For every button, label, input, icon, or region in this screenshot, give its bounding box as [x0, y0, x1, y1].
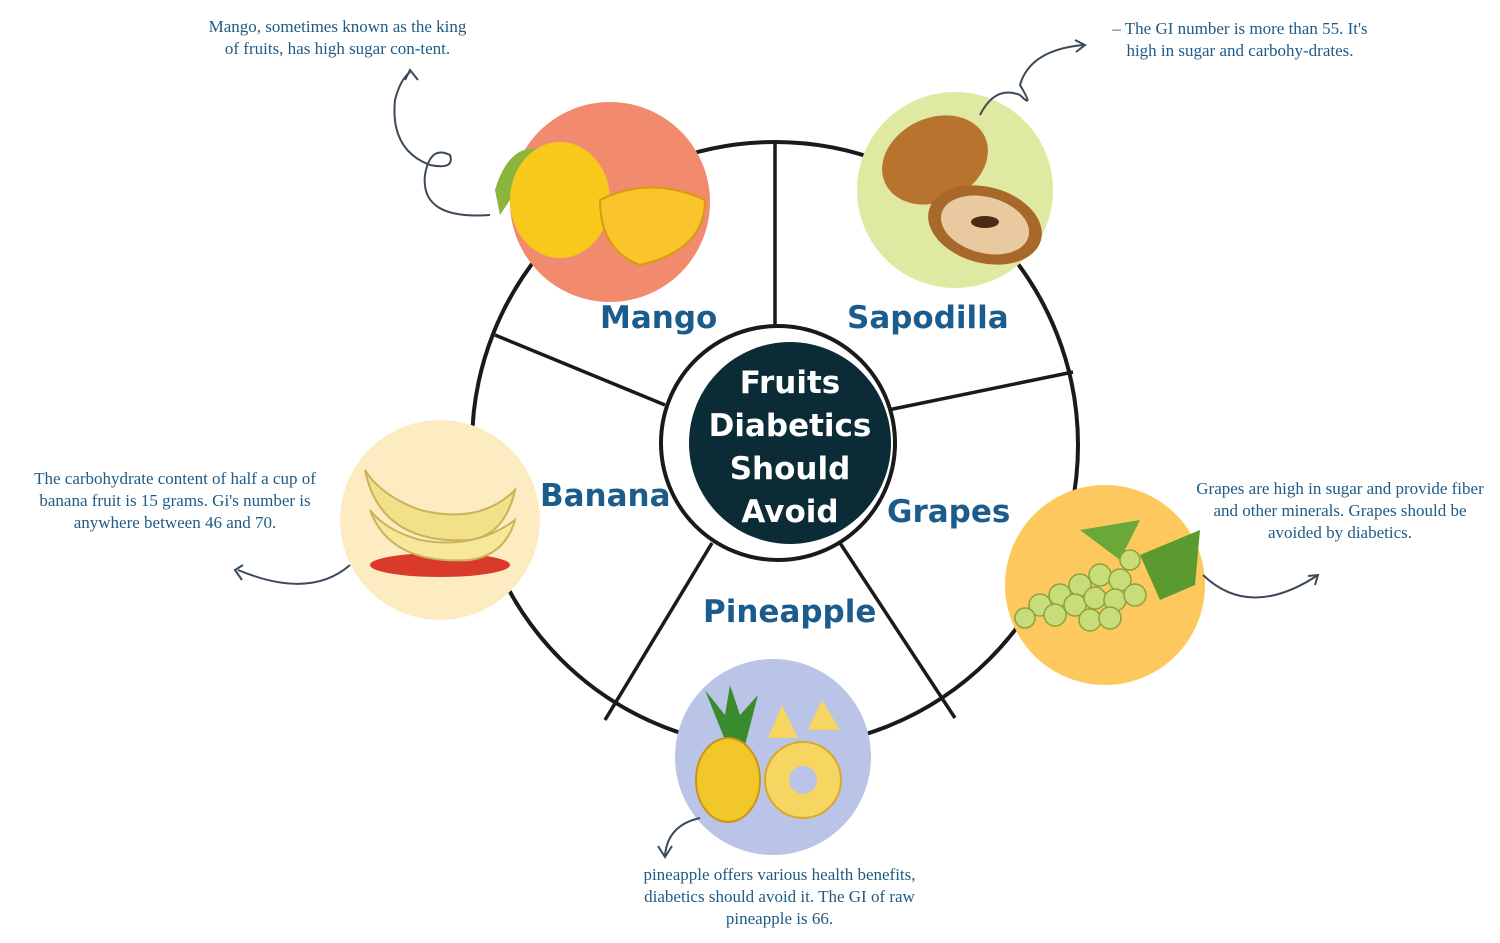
label-pineapple: Pineapple — [703, 594, 877, 630]
banana-circle — [340, 420, 540, 620]
note-banana: The carbohydrate content of half a cup o… — [34, 469, 316, 532]
mango-icon — [510, 142, 610, 258]
arrows — [233, 39, 1320, 859]
pineapple-circle — [675, 659, 871, 855]
spokes — [494, 142, 1074, 721]
spoke-banana-pineapple — [603, 542, 714, 721]
label-sapodilla: Sapodilla — [847, 300, 1009, 336]
note-mango: Mango, sometimes known as the king of fr… — [208, 17, 467, 58]
banana-icon — [364, 469, 517, 542]
center-circle — [689, 342, 891, 544]
grapes-arrow-icon — [1202, 574, 1319, 599]
spoke-sapodilla-grapes — [887, 370, 1074, 412]
pineapple-arrow-icon — [664, 817, 701, 856]
sapodilla-arrow-icon — [979, 44, 1084, 116]
mango-cubes-icon — [598, 186, 707, 267]
mango-arrow-icon — [393, 71, 491, 217]
title-line: Fruits — [739, 365, 841, 401]
note-pineapple: pineapple offers various health benefits… — [643, 865, 916, 928]
center-title: Fruits Diabetics Should Avoid — [690, 362, 890, 534]
pineapple-icon — [695, 737, 761, 823]
sapodilla-icon — [882, 115, 988, 205]
mango-circle — [495, 102, 710, 302]
spoke-mango-banana — [494, 333, 666, 407]
label-banana: Banana — [540, 478, 671, 514]
pineapple-crown-icon — [705, 685, 758, 745]
grape-leaf-icon — [1140, 530, 1200, 600]
banana-arrow-icon — [237, 564, 351, 585]
sapodilla-circle — [857, 92, 1053, 288]
title-line: Avoid — [741, 494, 839, 530]
spoke-pineapple-grapes — [838, 542, 957, 719]
title-line: Should — [729, 451, 851, 487]
grapes-icon — [1014, 549, 1147, 632]
label-mango: Mango — [600, 300, 718, 336]
title-line: Diabetics — [708, 408, 872, 444]
note-grapes: Grapes are high in sugar and provide fib… — [1196, 479, 1484, 542]
label-grapes: Grapes — [887, 494, 1011, 530]
note-sapodilla: – The GI number is more than 55. It's hi… — [1112, 19, 1368, 60]
grapes-circle — [1005, 485, 1205, 685]
